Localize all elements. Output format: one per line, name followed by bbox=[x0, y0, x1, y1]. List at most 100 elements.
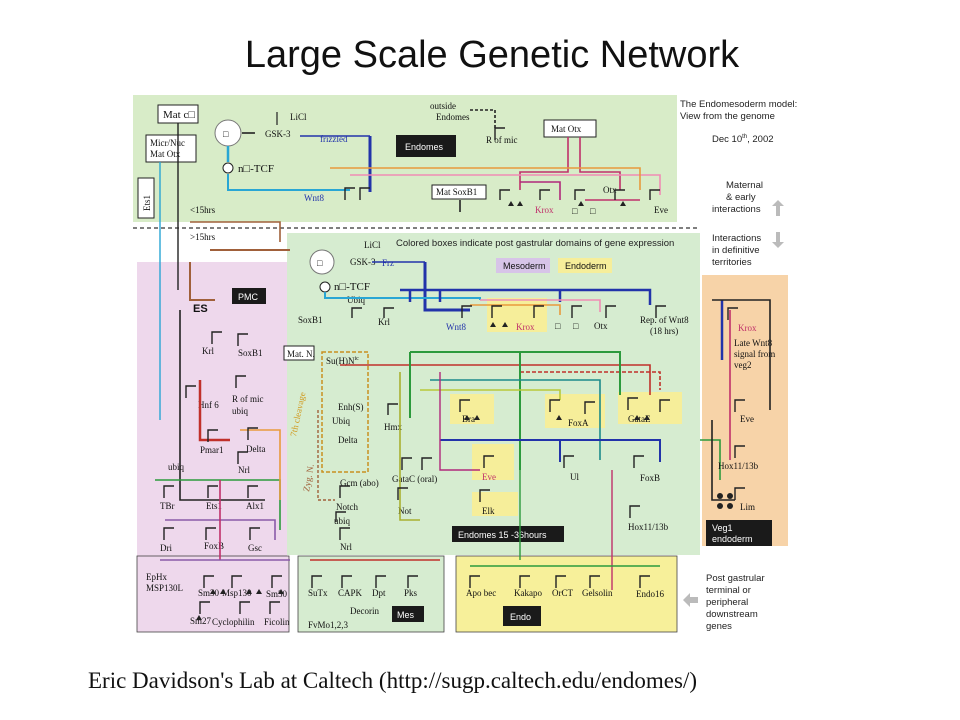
wire-main-blue-bus bbox=[400, 288, 652, 305]
sutx-label: SuTx bbox=[308, 588, 328, 598]
outside-endomes-1: outside bbox=[430, 101, 456, 111]
post-note-2: terminal or bbox=[706, 585, 751, 596]
maternal-promoters bbox=[344, 127, 660, 200]
n-tcf-circle bbox=[222, 162, 234, 174]
eve-maternal-label: Eve bbox=[654, 205, 668, 215]
foxb-main-label: FoxB bbox=[640, 473, 660, 483]
orct-label: OrCT bbox=[552, 588, 573, 598]
wire-yellow-green bbox=[420, 389, 561, 400]
es-label: ES bbox=[193, 303, 208, 315]
endoderm-key-label: Endoderm bbox=[565, 261, 607, 271]
wire-main-wnt8-up bbox=[423, 262, 470, 312]
battery-promoters bbox=[199, 575, 650, 614]
wire-red-dashed bbox=[520, 371, 661, 390]
sm27-label: Sm27 bbox=[190, 616, 212, 626]
wire-veg1-black-2 bbox=[711, 420, 735, 501]
wire-pmc-orange bbox=[240, 429, 281, 500]
pmc-ubiq-label: ubiq bbox=[232, 406, 249, 416]
wire-red-bus bbox=[340, 364, 651, 395]
su-h-label: Su(H)Nic bbox=[326, 356, 359, 366]
wnt8-maternal-label: Wnt8 bbox=[304, 193, 324, 203]
sq-main-2: □ bbox=[573, 321, 579, 331]
elk-domain-box bbox=[472, 492, 518, 516]
veg1-label-1: Veg1 bbox=[712, 523, 733, 533]
ephx-label-2: MSP130L bbox=[146, 583, 183, 593]
sq-main-1: □ bbox=[555, 321, 561, 331]
delta-main-label: Delta bbox=[338, 435, 358, 445]
ubiq2-label: Ubiq bbox=[332, 416, 351, 426]
wire-zyg-brown bbox=[317, 410, 335, 501]
ficolin-label: Ficolin bbox=[264, 617, 290, 627]
foxa-label: FoxA bbox=[568, 418, 589, 428]
mat-soxb1-label: Mat SoxB1 bbox=[436, 187, 477, 197]
wire-magenta-long bbox=[439, 372, 480, 471]
sm30-label-2: Sm50 bbox=[266, 589, 288, 599]
veg1-late-wnt8-1: Late Wnt8 bbox=[734, 338, 773, 348]
mes-box bbox=[392, 606, 424, 622]
maternal-note-3: interactions bbox=[712, 204, 761, 215]
mat-n-label: Mat. N. bbox=[287, 349, 315, 359]
notch-label: Notch bbox=[336, 502, 358, 512]
pmc-foxb-label: FoxB bbox=[204, 541, 224, 551]
mesoderm-key bbox=[496, 258, 550, 273]
veg1-krox-label: Krox bbox=[738, 323, 757, 333]
veg1-late-wnt8-2: signal from bbox=[734, 349, 775, 359]
sm30-label-1: Sm30 bbox=[198, 588, 220, 598]
veg1-lim-label: Lim bbox=[740, 502, 755, 512]
licl-main-label: LiCl bbox=[364, 240, 381, 250]
wire-blue-lower bbox=[440, 439, 661, 462]
wire-otx-otx bbox=[579, 137, 621, 190]
wire-ntcf-wnt8 bbox=[227, 174, 350, 191]
pmc-promoters bbox=[163, 331, 260, 540]
not-label: Not bbox=[398, 506, 412, 516]
wnt8-main-label: Wnt8 bbox=[446, 322, 466, 332]
capk-label: CAPK bbox=[338, 588, 363, 598]
pks-label: Pks bbox=[404, 588, 418, 598]
elk-label: Elk bbox=[482, 506, 495, 516]
wire-teal-bus bbox=[430, 379, 601, 460]
wire-pmc-black bbox=[179, 310, 265, 501]
kakapo-label: Kakapo bbox=[514, 588, 542, 598]
footer-credit: Eric Davidson's Lab at Caltech (http://s… bbox=[88, 668, 697, 693]
pmc-ets1-label: Ets1 bbox=[206, 501, 222, 511]
bra-domain-box bbox=[450, 394, 494, 424]
model-caption-date: Dec 10th, 2002 bbox=[712, 134, 774, 145]
rep-wnt8-label-2: (18 hrs) bbox=[650, 326, 678, 336]
su-h-dashed-box bbox=[321, 351, 369, 473]
tcf-complex-mark: □ bbox=[223, 129, 229, 139]
wire-outside-dashed bbox=[470, 109, 496, 128]
endoderm-key bbox=[558, 258, 612, 273]
krox-domain-box bbox=[487, 298, 547, 332]
pmc-hnf6-label: Hnf 6 bbox=[198, 400, 219, 410]
pmc-dri-label: Dri bbox=[160, 543, 172, 553]
up-arrow-icon bbox=[772, 200, 784, 216]
pmc-delta-label: Delta bbox=[246, 444, 266, 454]
mat-n-box bbox=[283, 345, 315, 361]
post-note-4: downstream bbox=[706, 609, 758, 620]
mat-c-label: Mat c□ bbox=[163, 109, 195, 121]
zyg-n-label: Zyg. N. bbox=[301, 463, 316, 492]
model-caption-1: The Endomesoderm model: bbox=[680, 99, 797, 110]
mat-otx-label: Mat Otx bbox=[551, 124, 582, 134]
dpt-label: Dpt bbox=[372, 588, 386, 598]
maternal-note-2: & early bbox=[726, 192, 756, 203]
gatae-label: GataE bbox=[628, 414, 651, 424]
hox-main-label: Hox11/13b bbox=[628, 522, 669, 532]
gatac-label: GataC (oral) bbox=[392, 474, 437, 484]
wire-magenta bbox=[520, 181, 561, 200]
wire-orange-loop bbox=[330, 167, 641, 190]
rep-wnt8-label-1: Rep. of Wnt8 bbox=[640, 315, 689, 325]
definitive-note-3: territories bbox=[712, 257, 752, 268]
wire-pmc-es bbox=[189, 262, 215, 301]
pmc-r-of-mic-label: R of mic bbox=[232, 394, 264, 404]
definitive-note-2: in definitive bbox=[712, 245, 760, 256]
mesoderm-key-label: Mesoderm bbox=[503, 261, 546, 271]
pmc-nrl-label: Nrl bbox=[238, 465, 250, 475]
gsk3-label: GSK-3 bbox=[265, 129, 291, 139]
ubiq3-label: ubiq bbox=[334, 516, 351, 526]
otx-maternal-label: Otx bbox=[603, 185, 617, 195]
mat-soxb1-box bbox=[431, 184, 487, 200]
pmc-pmar1-label: Pmar1 bbox=[200, 445, 224, 455]
battery-triangles bbox=[196, 589, 284, 620]
post-note-1: Post gastrular bbox=[706, 573, 765, 584]
